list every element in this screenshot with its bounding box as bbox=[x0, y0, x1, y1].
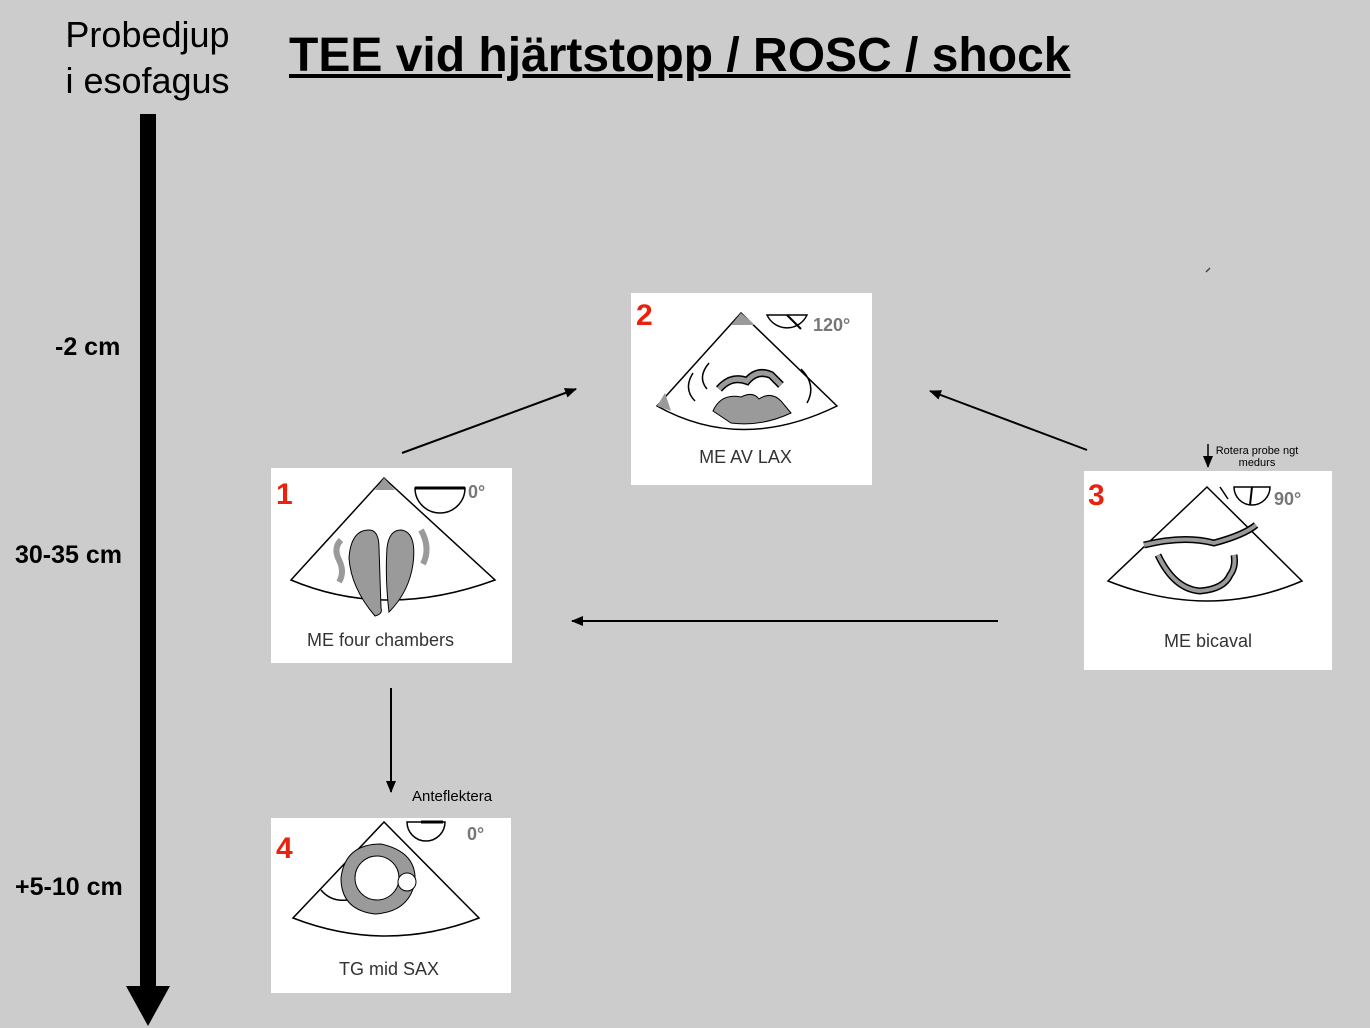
page-title: TEE vid hjärtstopp / ROSC / shock bbox=[289, 29, 1071, 82]
view-number-1: 1 bbox=[276, 478, 293, 511]
view-number-2: 2 bbox=[636, 299, 653, 332]
view-label-4: TG mid SAX bbox=[338, 959, 440, 979]
tg-mid-sax-sketch bbox=[291, 820, 481, 937]
stray-mark bbox=[1205, 267, 1211, 273]
view-angle-3: 90° bbox=[1274, 489, 1302, 509]
me-four-chambers-sketch bbox=[289, 476, 497, 617]
view-angle-1: 0° bbox=[468, 482, 486, 502]
note-rotate-line1: Rotera probe ngt bbox=[1215, 445, 1299, 457]
view-panel-tg-mid-sax: 4 0° TG mid SAX bbox=[271, 818, 511, 993]
note-anteflex: Anteflektera bbox=[412, 788, 493, 805]
depth-label-minus2: -2 cm bbox=[55, 333, 121, 361]
depth-label-30-35: 30-35 cm bbox=[15, 541, 123, 569]
view-panel-me-av-lax: 2 120° ME AV LAX bbox=[631, 293, 872, 485]
me-av-lax-sketch bbox=[655, 311, 839, 431]
depth-axis-arrow bbox=[126, 114, 170, 1026]
view-label-1: ME four chambers bbox=[306, 630, 455, 650]
view-number-3: 3 bbox=[1088, 479, 1105, 512]
view-angle-2: 120° bbox=[813, 315, 851, 335]
view-label-2: ME AV LAX bbox=[699, 447, 792, 467]
view-label-3: ME bicaval bbox=[1163, 631, 1253, 651]
axis-title: Probedjup i esofagus bbox=[40, 12, 255, 104]
me-bicaval-sketch bbox=[1106, 485, 1304, 602]
depth-label-plus5-10: +5-10 cm bbox=[15, 873, 123, 901]
arrow-3-to-2 bbox=[929, 390, 1088, 451]
axis-title-line2: i esofagus bbox=[65, 60, 230, 101]
view-panel-me-four-chambers: 1 0° ME four chambers bbox=[271, 468, 512, 663]
arrow-1-to-2 bbox=[401, 388, 577, 454]
axis-title-line1: Probedjup bbox=[65, 14, 230, 55]
view-panel-me-bicaval: 3 90° ME bicaval bbox=[1084, 471, 1332, 670]
view-number-4: 4 bbox=[276, 832, 293, 865]
note-rotate-line2: medurs bbox=[1238, 457, 1276, 469]
view-angle-4: 0° bbox=[467, 824, 485, 844]
note-rotate: Rotera probe ngt medurs bbox=[1212, 445, 1302, 469]
